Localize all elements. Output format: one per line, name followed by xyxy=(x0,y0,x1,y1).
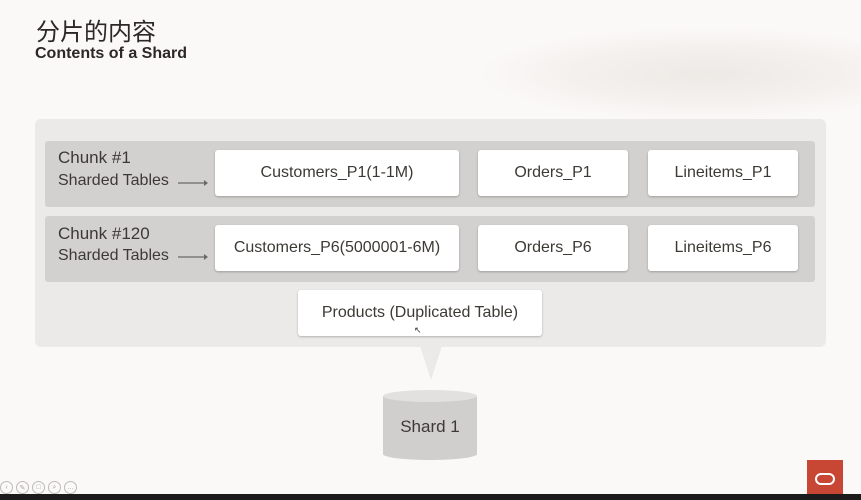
table-orders-p6[interactable]: Orders_P6 xyxy=(478,225,628,271)
table-lineitems-p6[interactable]: Lineitems_P6 xyxy=(648,225,798,271)
oracle-logo-icon xyxy=(807,460,843,498)
slide-title-english: Contents of a Shard xyxy=(35,45,188,62)
zoom-icon[interactable]: ⌕ xyxy=(48,481,61,494)
player-toolbar: ‹ ✎ □ ⌕ … xyxy=(0,481,77,494)
copy-icon[interactable]: □ xyxy=(32,481,45,494)
slide-title-chinese: 分片的内容 xyxy=(36,18,156,46)
previous-icon[interactable]: ‹ xyxy=(0,481,13,494)
shard-label: Shard 1 xyxy=(400,417,460,436)
database-cylinder-icon xyxy=(383,390,477,460)
background-watermark xyxy=(480,28,860,120)
more-icon[interactable]: … xyxy=(64,481,77,494)
bottom-bar xyxy=(0,494,861,500)
table-orders-p1[interactable]: Orders_P1 xyxy=(478,150,628,196)
chunk-120-subtitle: Sharded Tables xyxy=(58,247,169,264)
table-customers-p1[interactable]: Customers_P1(1-1M) xyxy=(215,150,459,196)
pen-icon[interactable]: ✎ xyxy=(16,481,29,494)
table-lineitems-p1[interactable]: Lineitems_P1 xyxy=(648,150,798,196)
right-arrow-icon xyxy=(178,254,208,260)
chunk-1-title: Chunk #1 xyxy=(58,148,131,167)
chunk-120-title: Chunk #120 xyxy=(58,224,150,243)
chunk-1-subtitle: Sharded Tables xyxy=(58,172,169,189)
table-customers-p6[interactable]: Customers_P6(5000001-6M) xyxy=(215,225,459,271)
duplicated-table-products[interactable]: Products (Duplicated Table) xyxy=(298,290,542,336)
connector-pointer xyxy=(420,346,442,380)
mouse-cursor-icon: ↖ xyxy=(414,325,422,335)
right-arrow-icon xyxy=(178,180,208,186)
